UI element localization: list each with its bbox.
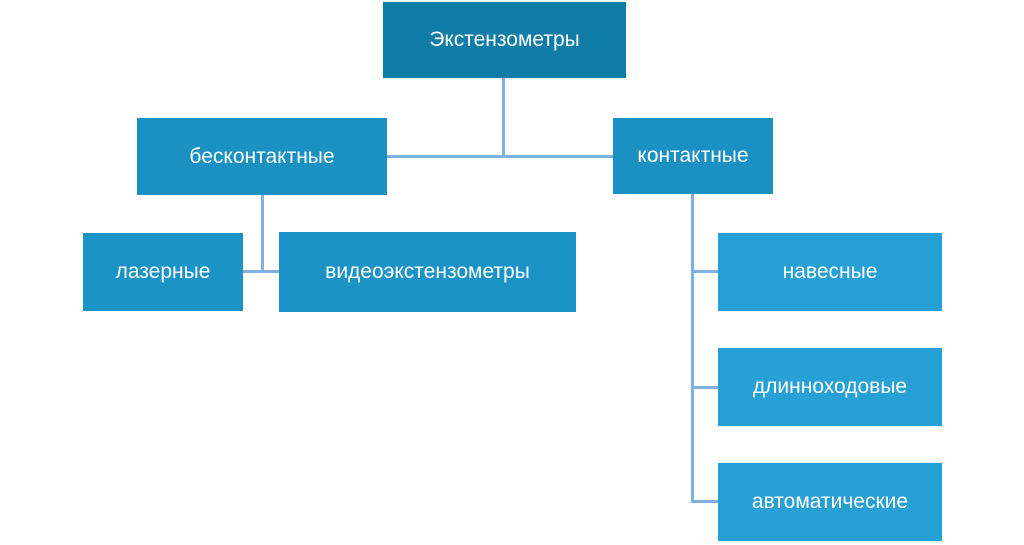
node-video-label: видеоэкстензометры <box>325 260 530 284</box>
node-longtravel[interactable]: длинноходовые <box>718 348 942 426</box>
connector-noncontact-contact <box>387 155 613 158</box>
node-longtravel-label: длинноходовые <box>752 375 908 399</box>
node-laser-label: лазерные <box>115 260 211 284</box>
node-noncontact[interactable]: бесконтактные <box>137 118 387 195</box>
node-contact[interactable]: контактные <box>613 118 773 194</box>
connector-root-to-level2 <box>502 78 505 158</box>
connector-contact-to-children <box>691 194 694 503</box>
node-contact-label: контактные <box>637 144 749 168</box>
connector-laser-video <box>243 270 279 273</box>
node-laser[interactable]: лазерные <box>83 233 243 311</box>
connector-stub-longtravel <box>691 386 718 389</box>
node-root-label: Экстензометры <box>429 28 580 52</box>
node-root[interactable]: Экстензометры <box>383 2 626 78</box>
node-automatic-label: автоматические <box>751 490 909 514</box>
connector-stub-clip-on <box>691 270 718 273</box>
node-video[interactable]: видеоэкстензометры <box>279 232 576 312</box>
node-noncontact-label: бесконтактные <box>189 144 335 168</box>
node-clip-on[interactable]: навесные <box>718 233 942 311</box>
connector-noncontact-to-children <box>261 195 264 273</box>
node-clip-on-label: навесные <box>782 260 878 284</box>
node-automatic[interactable]: автоматические <box>718 463 942 541</box>
connector-stub-automatic <box>691 500 718 503</box>
